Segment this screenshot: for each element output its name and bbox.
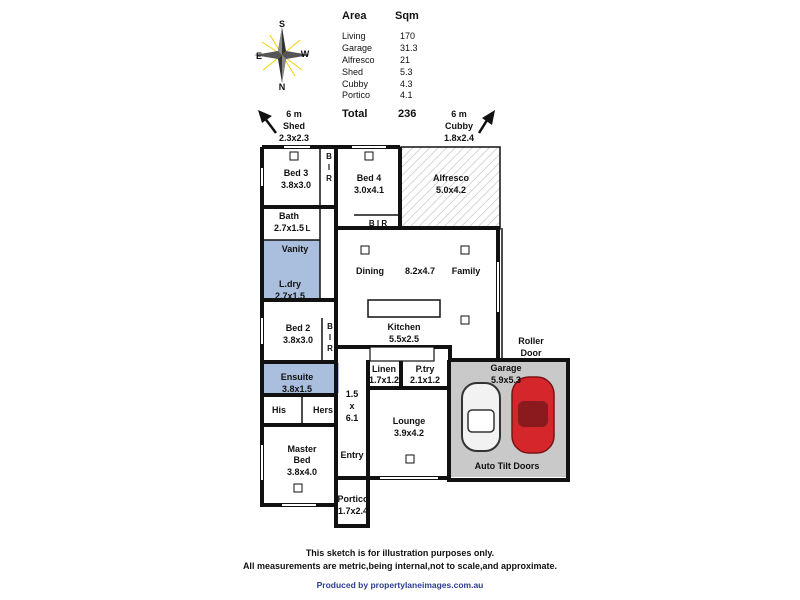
bir-letter: I: [328, 163, 330, 172]
cubby-distance: 6 m: [451, 109, 467, 119]
bed4-bir: B I R: [369, 219, 387, 228]
area-row-sqm: 21: [400, 55, 410, 65]
bir-letter: R: [326, 174, 332, 183]
bed3-dims: 3.8x3.0: [281, 180, 311, 190]
car-outline-icon: [461, 382, 501, 452]
tilt-doors-label: Auto Tilt Doors: [475, 461, 540, 471]
shed-label: Shed: [283, 121, 305, 131]
ceiling-fixture-icon: [289, 151, 470, 493]
credit-link[interactable]: Produced by propertylaneimages.com.au: [316, 580, 484, 590]
portico-label: Portico: [337, 494, 369, 504]
bed2-label: Bed 2: [286, 323, 311, 333]
dining-label: Dining: [356, 266, 384, 276]
portico-dims: 1.7x2.4: [338, 506, 368, 516]
vanity-label: Vanity: [282, 244, 309, 254]
shed-dims: 2.3x2.3: [279, 133, 309, 143]
kitchen-bench: [369, 346, 435, 362]
area-row-name: Shed: [342, 67, 363, 77]
family-label: Family: [452, 266, 481, 276]
dining-family-dims: 8.2x4.7: [405, 266, 435, 276]
area-row-name: Portico: [342, 90, 370, 100]
bir-letter: B: [326, 152, 332, 161]
compass-w-label: W: [301, 49, 310, 59]
disclaimer-line-2: All measurements are metric,being intern…: [242, 561, 558, 571]
area-row-sqm: 170: [400, 31, 415, 41]
ldry-label: L.dry: [279, 279, 301, 289]
area-row-sqm: 31.3: [400, 43, 418, 53]
shed-distance: 6 m: [286, 109, 302, 119]
compass-s-label: S: [279, 19, 285, 29]
linen-dims: 1.7x1.2: [369, 375, 399, 385]
red-car-icon: [511, 376, 555, 454]
bath-label: Bath: [279, 211, 299, 221]
garage-dims: 5.9x5.3: [491, 375, 521, 385]
his-label: His: [272, 405, 286, 415]
kitchen-label: Kitchen: [387, 322, 420, 332]
ensuite-wet-area: [263, 363, 339, 393]
roller-door-label: Roller: [518, 336, 544, 346]
ldry-dims: 2.7x1.5: [275, 291, 305, 301]
area-row-name: Garage: [342, 43, 372, 53]
thin-walls: [263, 146, 503, 425]
area-row-name: Alfresco: [342, 55, 375, 65]
compass-e-label: E: [256, 51, 262, 61]
l-letter: L: [306, 224, 311, 233]
cubby-label: Cubby: [445, 121, 473, 131]
bed4-dims: 3.0x4.1: [354, 185, 384, 195]
area-row-sqm: 4.1: [400, 90, 413, 100]
ensuite-dims: 3.8x1.5: [282, 384, 312, 394]
area-header: Area: [342, 10, 367, 22]
vanity-wet-area: [263, 240, 320, 300]
roller-door-label-2: Door: [521, 348, 542, 358]
compass-rose-icon: [254, 27, 310, 83]
alfresco-area: [401, 147, 501, 229]
bed4-label: Bed 4: [357, 173, 382, 183]
area-row-sqm: 4.3: [400, 79, 413, 89]
linen-label: Linen: [372, 364, 396, 374]
area-total-value: 236: [398, 108, 416, 120]
windows: [261, 146, 499, 506]
bed2-dims: 3.8x3.0: [283, 335, 313, 345]
area-row-name: Living: [342, 31, 366, 41]
area-total-label: Total: [342, 108, 367, 120]
compass-n-label: N: [279, 82, 286, 92]
pantry-label: P.try: [416, 364, 435, 374]
shed-arrow-icon: [258, 110, 277, 134]
area-table: Area Sqm Living 170 Garage 31.3 Alfresco…: [342, 10, 419, 120]
alfresco-dims: 5.0x4.2: [436, 185, 466, 195]
floor-plan: S E W N Area Sqm Living 170 Garage 31.3 …: [254, 10, 570, 528]
bed3-label: Bed 3: [284, 168, 309, 178]
bir-letter: B: [327, 322, 333, 331]
master-label-2: Bed: [293, 455, 310, 465]
garage-label: Garage: [490, 363, 521, 373]
cubby-arrow-icon: [477, 110, 495, 134]
hers-label: Hers: [313, 405, 333, 415]
bir-letter: R: [327, 344, 333, 353]
master-dims: 3.8x4.0: [287, 467, 317, 477]
disclaimer-line-1: This sketch is for illustration purposes…: [305, 548, 495, 558]
master-label: Master: [287, 444, 317, 454]
hall-length: 6.1: [346, 413, 359, 423]
bath-dims: 2.7x1.5: [274, 223, 304, 233]
area-row-name: Cubby: [342, 79, 369, 89]
hall-x: x: [349, 401, 354, 411]
cubby-dims: 1.8x2.4: [444, 133, 474, 143]
entry-label: Entry: [340, 450, 363, 460]
hall-width: 1.5: [346, 389, 359, 399]
bir-letter: I: [329, 333, 331, 342]
lounge-dims: 3.9x4.2: [394, 428, 424, 438]
ensuite-label: Ensuite: [281, 372, 314, 382]
sqm-header: Sqm: [395, 10, 419, 22]
lounge-label: Lounge: [393, 416, 426, 426]
area-row-sqm: 5.3: [400, 67, 413, 77]
pantry-dims: 2.1x1.2: [410, 375, 440, 385]
kitchen-dims: 5.5x2.5: [389, 334, 419, 344]
alfresco-label: Alfresco: [433, 173, 470, 183]
kitchen-island: [367, 299, 441, 318]
